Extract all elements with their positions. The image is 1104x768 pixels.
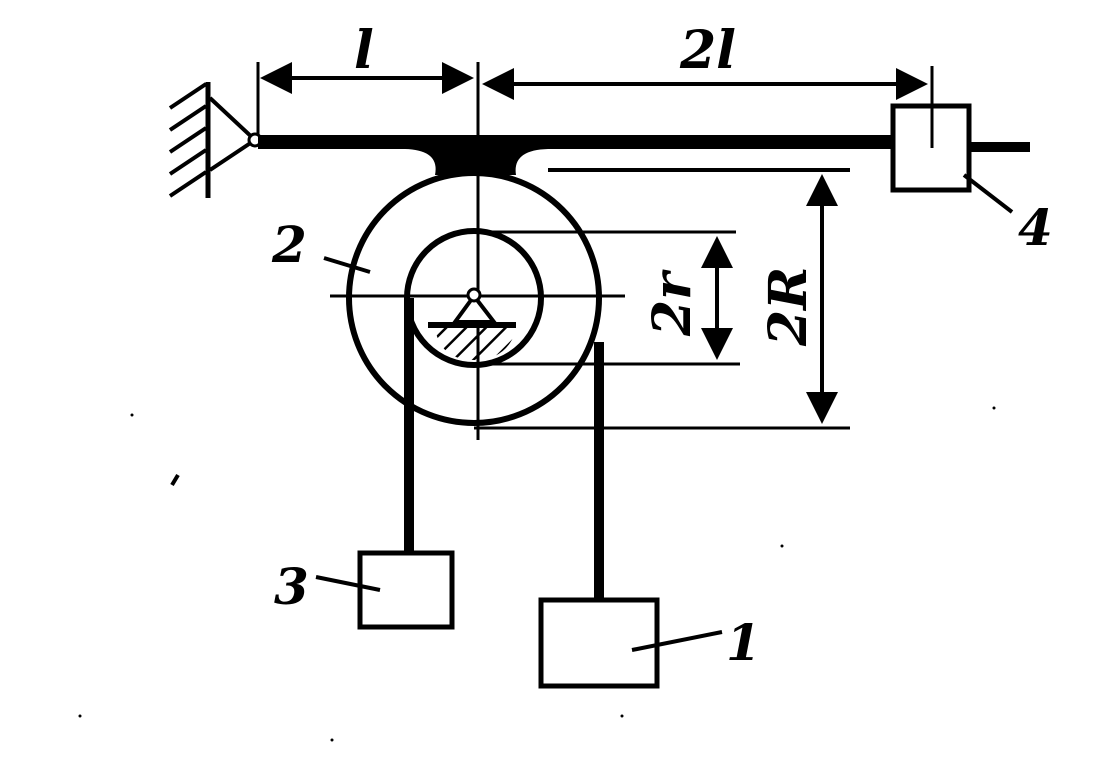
load-1 [538, 597, 723, 689]
dim-label-2r: 2r [642, 269, 703, 337]
label-1: 1 [726, 613, 761, 672]
dim-label-l: l [354, 20, 374, 81]
dim-label-2l: 2l [679, 20, 736, 81]
wall-hinge [208, 96, 263, 172]
ropes [404, 298, 604, 600]
label-4: 4 [1018, 198, 1053, 257]
label-2: 2 [271, 215, 307, 274]
counterweight-4 [890, 103, 1014, 214]
dim-label-2R: 2R [758, 267, 819, 347]
scan-specks [78, 406, 996, 742]
pulley-axle-support [428, 287, 516, 360]
wall-support [168, 82, 211, 198]
label-3: 3 [274, 557, 309, 616]
dimension-radii [474, 174, 850, 430]
load-3 [315, 550, 455, 630]
